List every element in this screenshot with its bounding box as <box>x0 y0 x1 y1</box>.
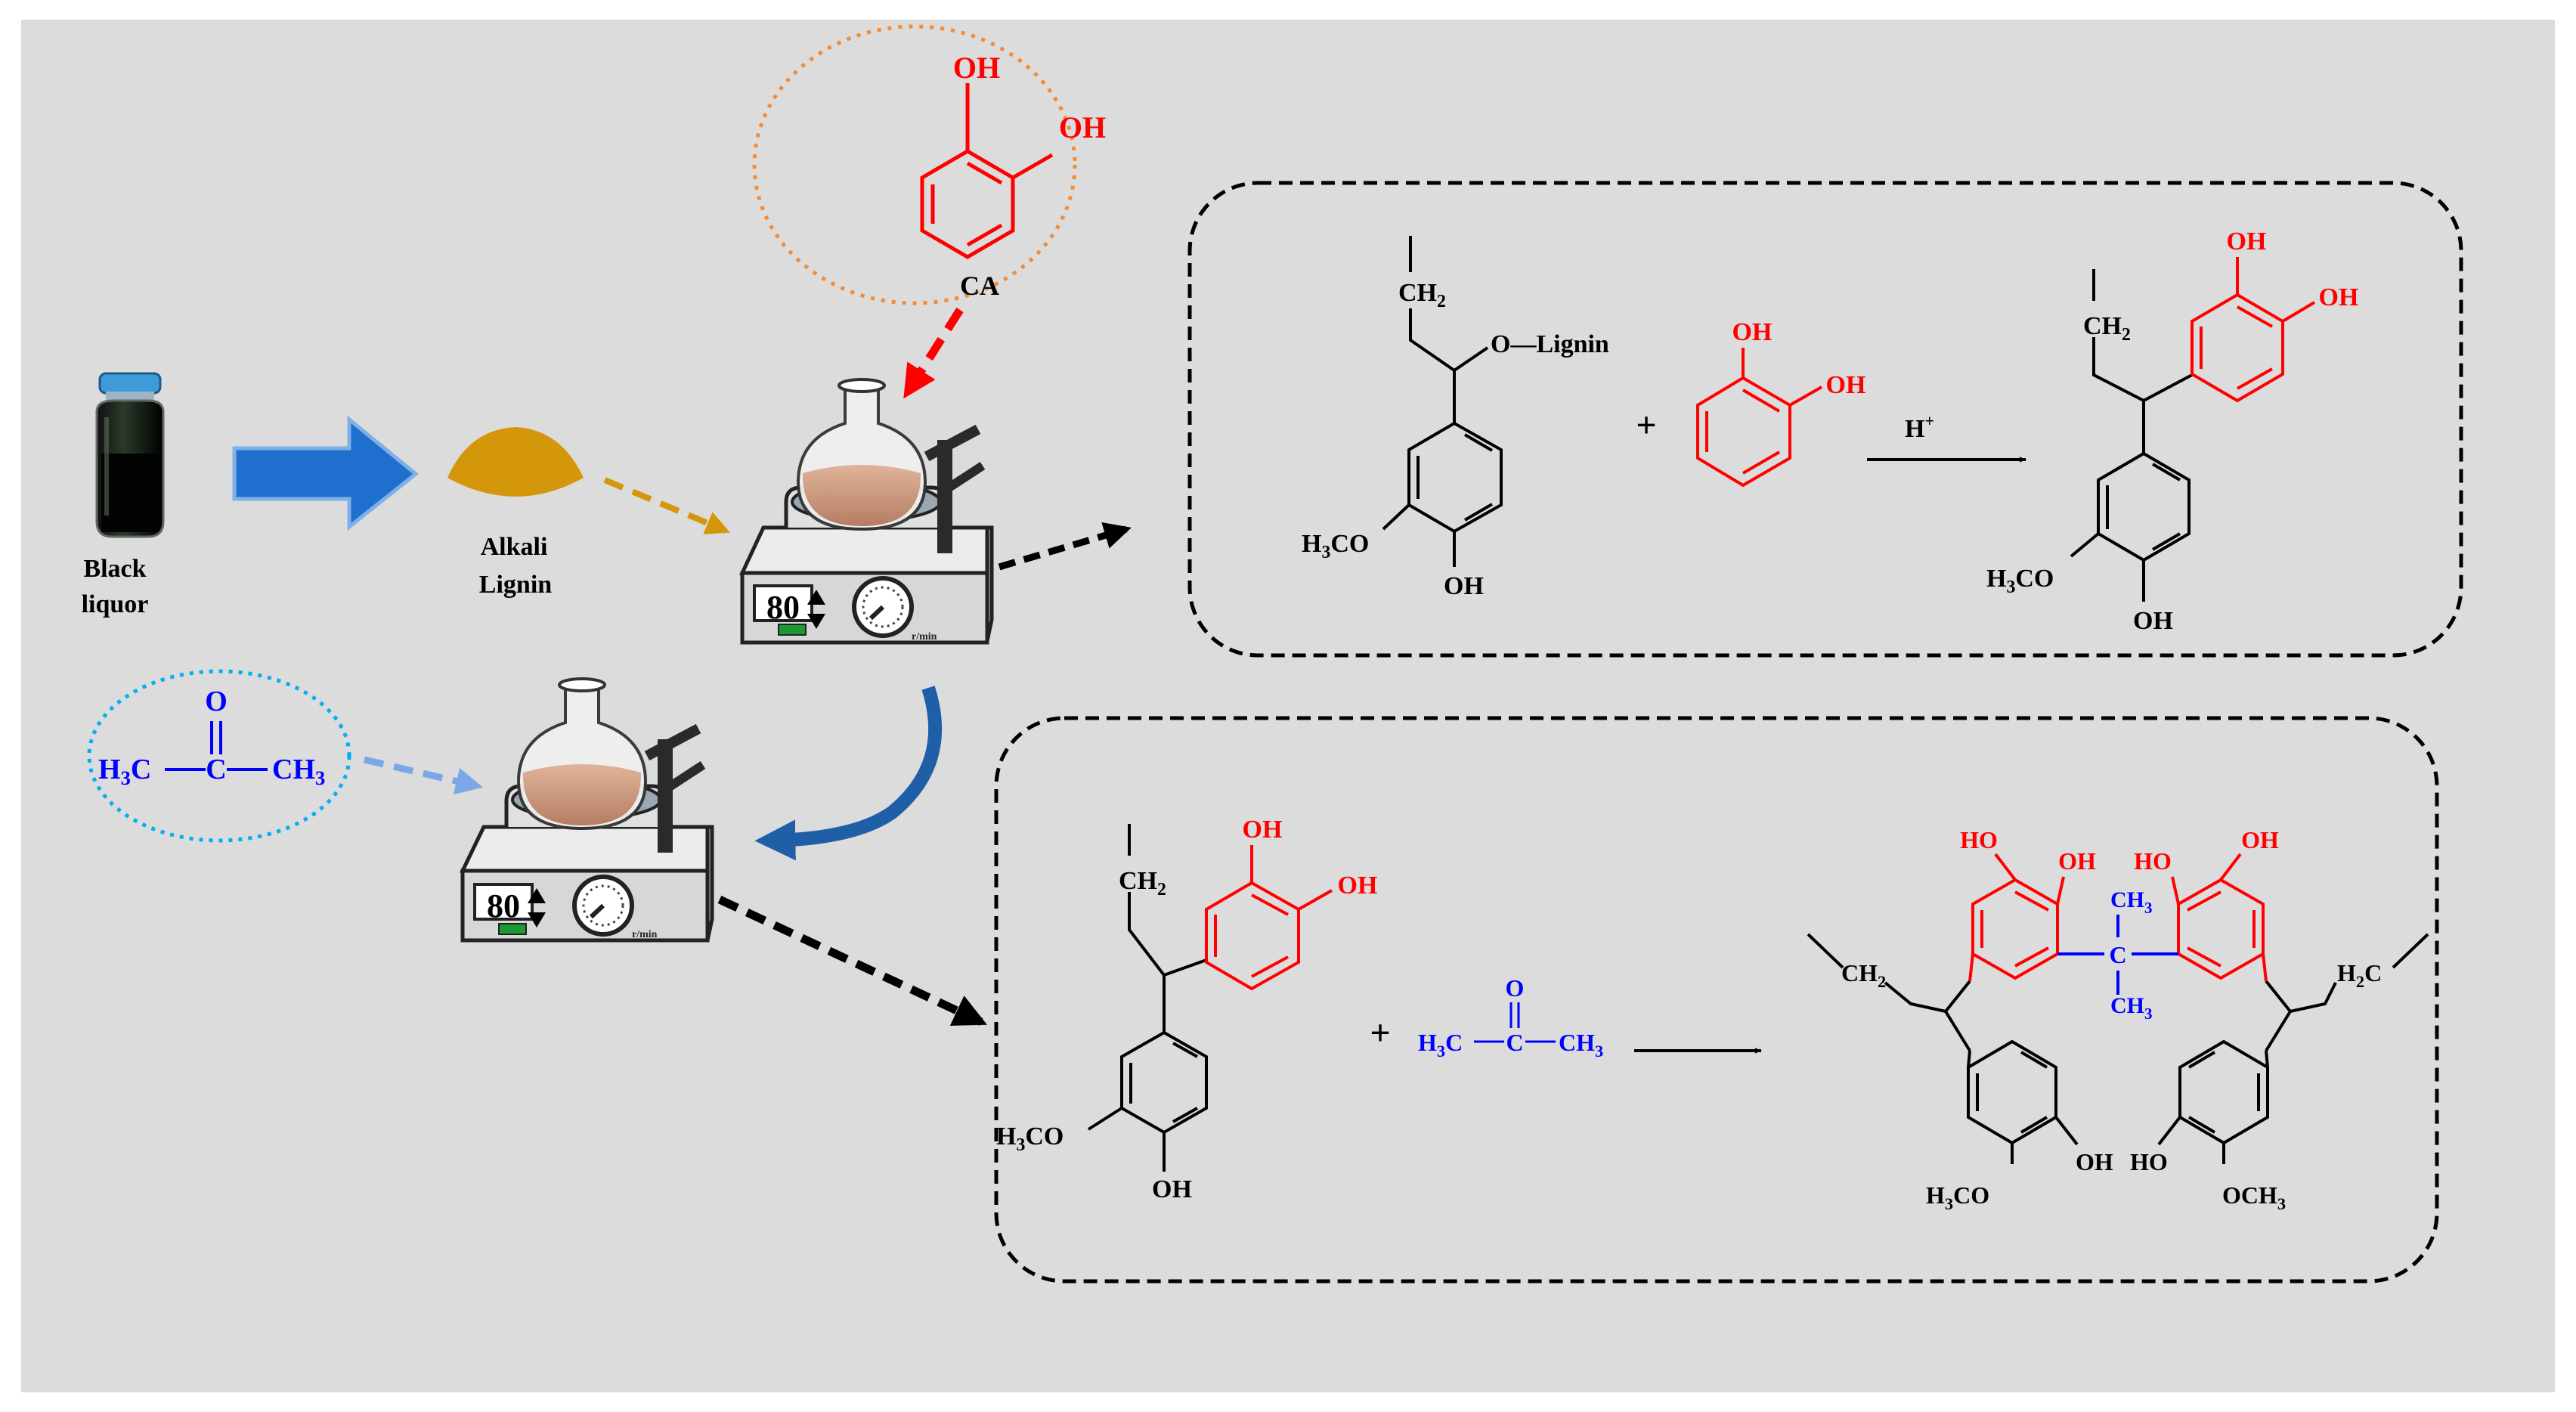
final-product-red <box>1968 853 2268 982</box>
heater-2-display: 80 <box>487 887 520 924</box>
svg-text:O: O <box>1506 974 1525 1002</box>
svg-text:HO: HO <box>2134 847 2172 875</box>
svg-text:O: O <box>205 686 228 717</box>
svg-text:OH: OH <box>1243 816 1283 844</box>
black-liquor-label-1: Black <box>83 555 146 583</box>
heater-2-unit: r/min <box>632 929 658 940</box>
svg-text:OH: OH <box>2058 847 2096 875</box>
background-panel <box>21 20 2555 1392</box>
heater-2: 80 r/min <box>460 677 714 943</box>
svg-text:OH: OH <box>2227 228 2267 255</box>
svg-text:C: C <box>1506 1029 1523 1056</box>
svg-text:H3C: H3C <box>98 754 151 789</box>
svg-text:H3C: H3C <box>1418 1029 1463 1061</box>
black-dashed-arrow-2 <box>717 896 987 1026</box>
plus-1: + <box>1636 405 1656 445</box>
lignin-catechol-unit-black <box>1087 824 1208 1172</box>
svg-text:CH2: CH2 <box>1398 279 1446 311</box>
curved-blue-arrow <box>754 686 943 861</box>
process-arrow <box>232 415 419 531</box>
o-lignin-label: O—Lignin <box>1491 330 1609 358</box>
black-liquor-label-2: liquor <box>82 590 149 618</box>
final-product-blue <box>2057 915 2178 995</box>
product-1-red <box>2191 257 2316 403</box>
lignin-ether-unit <box>1382 236 1503 567</box>
catechol-oh-1: OH <box>953 51 1000 85</box>
svg-text:H3CO: H3CO <box>996 1122 1064 1155</box>
acetone-dotted-circle <box>87 669 351 843</box>
svg-text:OH: OH <box>1732 318 1773 346</box>
plus-2: + <box>1370 1013 1390 1053</box>
svg-text:C: C <box>2109 941 2126 968</box>
svg-text:HO: HO <box>1960 826 1998 853</box>
ca-label: CA <box>960 271 999 301</box>
lignin-powder-pile <box>447 427 584 497</box>
svg-text:CH2: CH2 <box>1119 867 1166 900</box>
svg-text:OH: OH <box>2319 283 2359 311</box>
acetone-structure-box2: H3C C O CH3 <box>1418 974 1603 1061</box>
catechol-structure-box1 <box>1696 348 1822 488</box>
svg-text:OH: OH <box>2076 1148 2113 1175</box>
svg-text:H3CO: H3CO <box>1302 530 1369 562</box>
lignin-catechol-unit-red <box>1205 845 1333 991</box>
black-dashed-arrow-1 <box>998 522 1132 571</box>
product-1-black <box>2070 269 2193 602</box>
svg-text:CH3: CH3 <box>272 754 325 789</box>
svg-text:CH3: CH3 <box>1559 1029 1603 1061</box>
red-dashed-arrow <box>903 308 964 399</box>
acetone-structure-left: H3C C O CH3 <box>98 686 325 789</box>
gold-dashed-arrow <box>603 477 730 534</box>
alkali-lignin-label-2: Lignin <box>479 571 552 599</box>
final-product-black <box>1807 933 2429 1164</box>
svg-text:HO: HO <box>2130 1148 2168 1175</box>
svg-text:CH3: CH3 <box>2110 887 2153 917</box>
heater-1-display: 80 <box>766 589 800 626</box>
svg-text:OH: OH <box>1444 572 1484 600</box>
light-blue-dashed-arrow <box>363 756 484 794</box>
heater-1: 80 r/min <box>739 378 994 645</box>
svg-text:CH2: CH2 <box>1841 959 1886 991</box>
black-liquor-vial <box>95 372 165 538</box>
heater-1-unit: r/min <box>912 631 937 643</box>
svg-text:H3CO: H3CO <box>1926 1181 1989 1213</box>
svg-text:OH: OH <box>1338 872 1378 900</box>
svg-text:OH: OH <box>1826 371 1866 399</box>
catechol-structure-top <box>920 83 1054 259</box>
catechol-dotted-circle <box>752 24 1077 305</box>
reaction-box-1 <box>1187 181 2463 658</box>
svg-text:H2C: H2C <box>2337 959 2382 991</box>
svg-text:CH3: CH3 <box>2110 993 2153 1023</box>
svg-text:H+: H+ <box>1905 411 1934 443</box>
svg-text:OH: OH <box>1152 1175 1192 1203</box>
svg-text:C: C <box>206 754 226 785</box>
alkali-lignin-label-1: Alkali <box>481 533 548 561</box>
svg-text:OCH3: OCH3 <box>2222 1181 2286 1213</box>
svg-text:OH: OH <box>2133 607 2173 635</box>
svg-text:CH2: CH2 <box>2083 312 2131 345</box>
svg-text:OH: OH <box>2241 826 2279 853</box>
svg-text:H3CO: H3CO <box>1986 565 2054 597</box>
catechol-oh-2: OH <box>1059 110 1106 144</box>
